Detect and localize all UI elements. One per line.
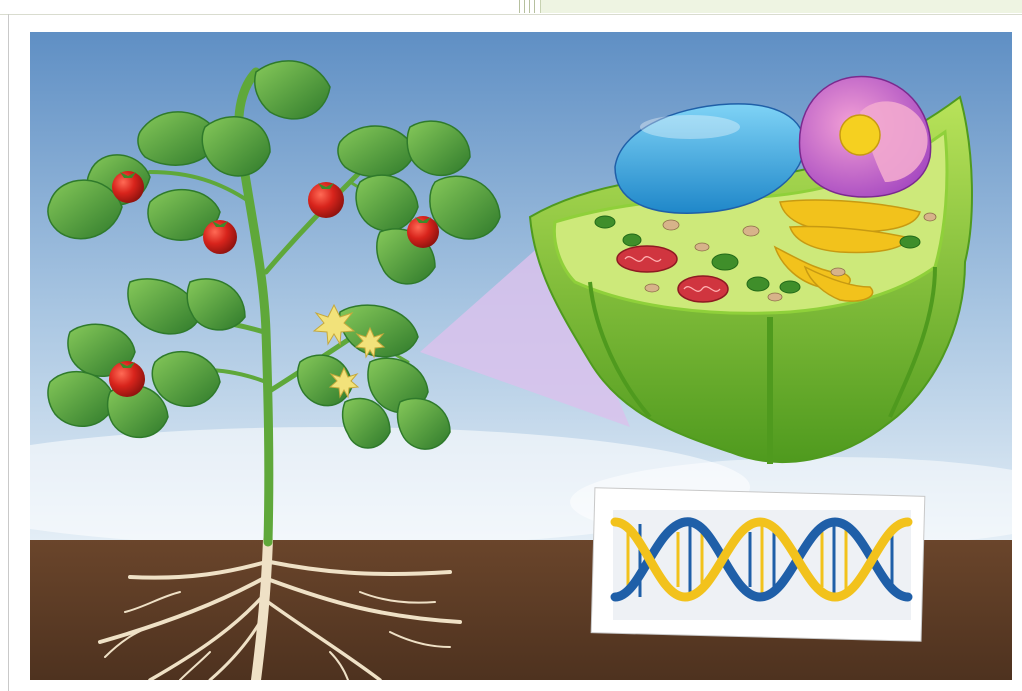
top-strip-ticks	[519, 0, 537, 13]
plant-illustration-svg	[30, 32, 1012, 680]
dna-panel	[591, 488, 925, 642]
plant-illustration	[30, 32, 1012, 680]
top-strip	[0, 0, 1022, 15]
left-rule	[8, 14, 9, 691]
top-strip-bar	[540, 0, 1022, 13]
